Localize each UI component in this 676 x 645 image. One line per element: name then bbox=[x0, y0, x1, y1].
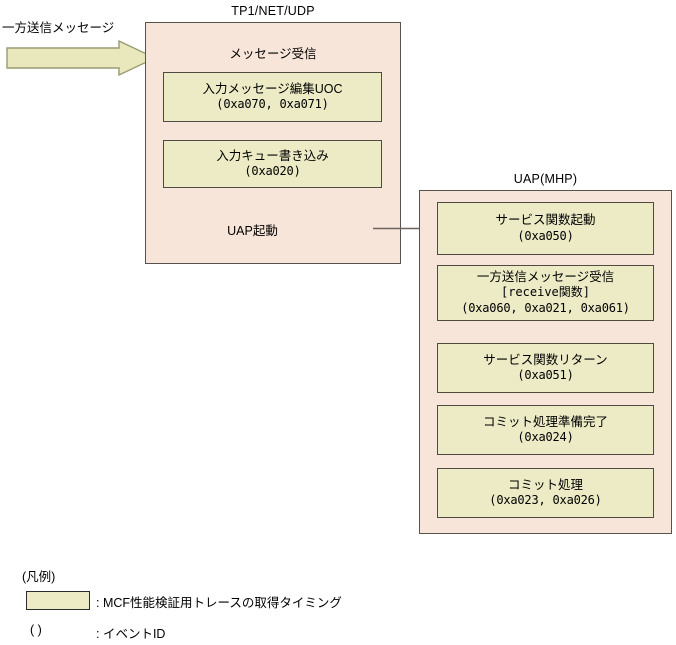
box-commit-prepare-complete[interactable]: コミット処理準備完了 (0xa024) bbox=[437, 405, 654, 455]
box-event-id-commit-process: (0xa023, 0xa026) bbox=[489, 493, 602, 508]
box-input-message-edit-uoc[interactable]: 入力メッセージ編集UOC (0xa070, 0xa071) bbox=[163, 72, 382, 122]
incoming-message-caption: 一方送信メッセージ bbox=[2, 21, 115, 35]
box-title-service-function-start: サービス関数起動 bbox=[495, 213, 596, 228]
legend-event-id-text: : イベントID bbox=[96, 627, 166, 641]
box-title-input-queue-write: 入力キュー書き込み bbox=[216, 148, 329, 163]
box-service-function-start[interactable]: サービス関数起動 (0xa050) bbox=[437, 202, 654, 255]
legend-event-id-key: ( ) bbox=[30, 623, 42, 637]
legend-title: (凡例) bbox=[22, 570, 56, 584]
panel-title-tp1: TP1/NET/UDP bbox=[231, 4, 315, 18]
block-arrow-right-icon bbox=[6, 39, 157, 77]
box-title-input-message-edit-uoc: 入力メッセージ編集UOC bbox=[202, 81, 343, 96]
legend-trace-timing-text: : MCF性能検証用トレースの取得タイミング bbox=[96, 596, 342, 610]
label-uap-start: UAP起動 bbox=[227, 224, 278, 238]
box-event-id-input-queue-write: (0xa020) bbox=[244, 164, 301, 179]
box-event-id-commit-prepare-complete: (0xa024) bbox=[517, 430, 574, 445]
legend-color-swatch bbox=[26, 591, 90, 610]
box-event-id-service-function-start: (0xa050) bbox=[517, 228, 574, 243]
box-input-queue-write[interactable]: 入力キュー書き込み (0xa020) bbox=[163, 140, 382, 188]
box-oneway-message-receive[interactable]: 一方送信メッセージ受信 [receive関数] (0xa060, 0xa021,… bbox=[437, 265, 654, 321]
box-title-service-function-return: サービス関数リターン bbox=[483, 352, 608, 367]
label-message-receive: メッセージ受信 bbox=[229, 47, 317, 61]
box-subtitle-oneway-message-receive: [receive関数] bbox=[500, 285, 591, 300]
box-service-function-return[interactable]: サービス関数リターン (0xa051) bbox=[437, 343, 654, 393]
box-title-oneway-message-receive: 一方送信メッセージ受信 bbox=[476, 269, 615, 284]
box-event-id-oneway-message-receive: (0xa060, 0xa021, 0xa061) bbox=[461, 301, 630, 316]
box-event-id-input-message-edit-uoc: (0xa070, 0xa071) bbox=[216, 97, 329, 112]
box-title-commit-process: コミット処理 bbox=[507, 477, 583, 492]
box-event-id-service-function-return: (0xa051) bbox=[517, 368, 574, 383]
box-title-commit-prepare-complete: コミット処理準備完了 bbox=[482, 414, 608, 429]
box-commit-process[interactable]: コミット処理 (0xa023, 0xa026) bbox=[437, 468, 654, 518]
panel-title-uap: UAP(MHP) bbox=[513, 172, 578, 186]
